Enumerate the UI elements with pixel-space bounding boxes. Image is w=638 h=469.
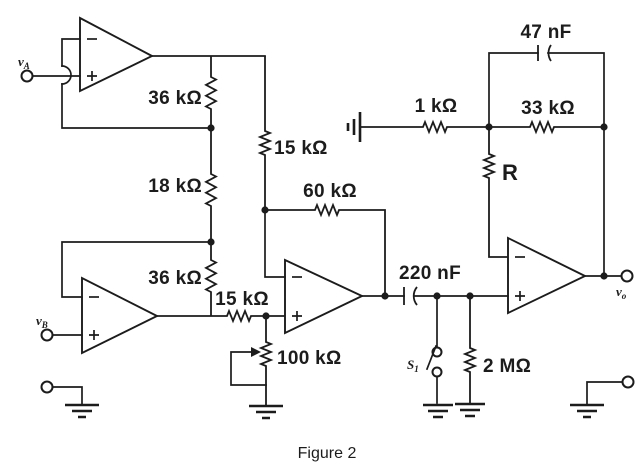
label-33k: 33 kΩ xyxy=(521,98,575,119)
wire-47nf-left xyxy=(488,52,539,128)
pot-body xyxy=(258,316,274,406)
label-18k: 18 kΩ xyxy=(148,176,202,197)
ground-icon-sideways xyxy=(346,112,362,142)
plus-input-icon xyxy=(89,330,99,340)
ground-icon xyxy=(455,402,485,418)
ground-icon xyxy=(65,403,99,419)
wire-bottom-left-terminal xyxy=(52,386,83,406)
pot-wiper-wire xyxy=(230,351,267,386)
opamp-b xyxy=(81,276,160,355)
ground-icon xyxy=(570,403,604,419)
resistor-33k xyxy=(489,119,604,135)
label-36k-bottom: 36 kΩ xyxy=(148,268,202,289)
terminal-vb xyxy=(40,328,54,342)
pot-wiper-arrow-icon xyxy=(251,347,261,357)
wire-opamp-a-feedback-low xyxy=(61,83,212,129)
capacitor-47nf xyxy=(537,44,552,62)
terminal-bottom-right xyxy=(621,375,635,389)
wire-crossover-hop-icon xyxy=(61,65,72,85)
wire-bottom-right-terminal xyxy=(586,381,623,406)
label-vb: vB xyxy=(36,313,48,330)
resistor-1k xyxy=(360,119,489,135)
switch-lever-icon xyxy=(425,344,438,371)
label-va: vA xyxy=(18,54,30,71)
plus-input-icon xyxy=(515,291,525,301)
plus-input-icon xyxy=(292,311,302,321)
junction-dots xyxy=(207,123,608,320)
ground-icon xyxy=(423,403,453,419)
label-36k-top: 36 kΩ xyxy=(148,88,202,109)
figure-caption: Figure 2 xyxy=(298,445,357,462)
label-100k: 100 kΩ xyxy=(277,348,342,369)
resistor-18k xyxy=(204,128,218,242)
resistor-2m xyxy=(462,296,478,404)
resistor-36k-bottom xyxy=(204,242,218,316)
opamp-output xyxy=(507,236,588,315)
wire-47nf-right xyxy=(547,52,605,277)
label-s1: S1 xyxy=(407,357,419,374)
label-15k-vertical: 15 kΩ xyxy=(274,138,328,159)
label-2m: 2 MΩ xyxy=(483,356,531,377)
switch-s1 xyxy=(425,344,443,378)
cap-plate-curved xyxy=(547,44,552,62)
potentiometer-100k xyxy=(230,316,274,406)
resistors xyxy=(157,56,604,404)
io-terminals xyxy=(20,69,635,394)
opamp-middle xyxy=(284,258,365,335)
resistor-36k-top xyxy=(204,56,218,128)
capacitor-220nf xyxy=(403,286,418,306)
resistor-r xyxy=(481,127,508,258)
component-labels: 36 kΩ 18 kΩ 36 kΩ 15 kΩ 15 kΩ 60 kΩ 100 … xyxy=(18,22,627,377)
wire-opamp-a-feedback-high xyxy=(61,38,81,67)
label-r: R xyxy=(502,160,518,185)
resistor-60k-feedback xyxy=(265,202,386,296)
terminal-vo xyxy=(620,269,634,283)
cap-plate-curved xyxy=(412,286,418,306)
wire-opamp-b-feedback xyxy=(61,241,212,298)
label-220nf: 220 nF xyxy=(399,263,461,284)
plus-input-icon xyxy=(87,71,97,81)
ground-symbols xyxy=(65,112,604,420)
label-47nf: 47 nF xyxy=(520,22,571,43)
label-15k-horizontal: 15 kΩ xyxy=(215,289,269,310)
resistor-15k-vertical xyxy=(257,56,273,210)
terminal-va xyxy=(20,69,34,83)
label-60k: 60 kΩ xyxy=(303,181,357,202)
wire-middle-minus-input xyxy=(264,209,286,278)
resistor-15k-horizontal xyxy=(157,308,266,324)
opamp-a xyxy=(79,16,155,93)
label-1k: 1 kΩ xyxy=(415,96,458,117)
label-vo: vo xyxy=(616,284,627,301)
switch-contact-bottom xyxy=(431,366,443,378)
wires xyxy=(32,38,623,406)
terminal-bottom-left xyxy=(40,380,54,394)
ground-icon xyxy=(249,404,283,420)
